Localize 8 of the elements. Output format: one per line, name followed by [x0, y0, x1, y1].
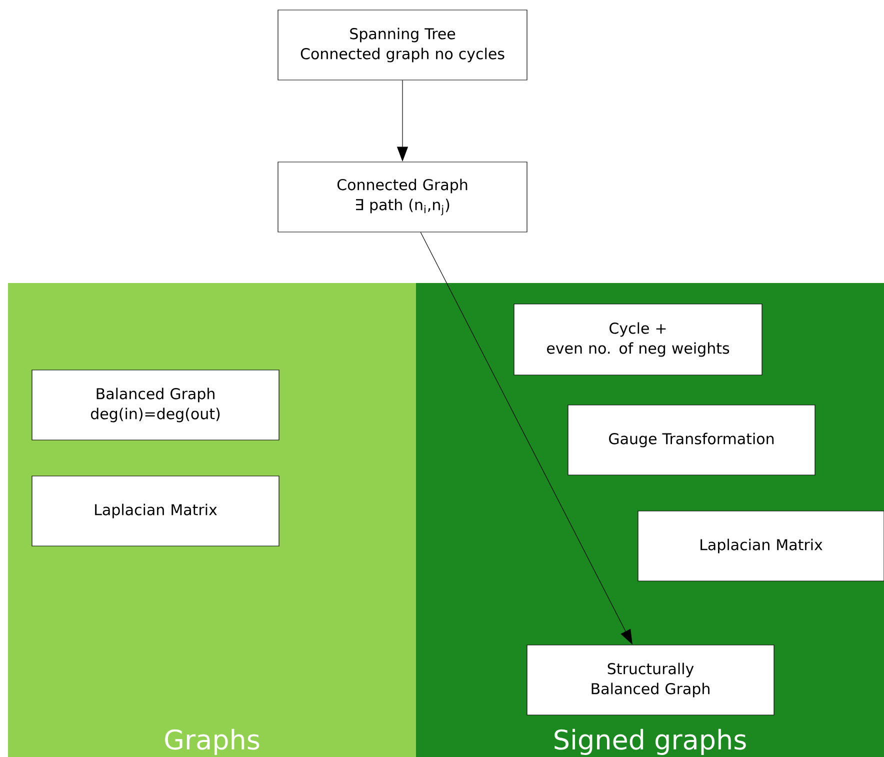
text-box: Spanning Tree Connected graph no cycles — [278, 10, 528, 80]
text-box: Structurally Balanced Graph — [526, 644, 774, 716]
text-box: Connected Graph ∃ path (n$_{i}$,n$_{j}$) — [278, 162, 528, 232]
text-box: Balanced Graph deg(in)=deg(out) — [32, 370, 280, 440]
text-box: Gauge Transformation — [568, 404, 816, 476]
text-box: Cycle + even no. of neg weights — [514, 304, 762, 376]
text-box: Laplacian Matrix — [32, 476, 280, 546]
text-box: Laplacian Matrix — [638, 510, 884, 582]
